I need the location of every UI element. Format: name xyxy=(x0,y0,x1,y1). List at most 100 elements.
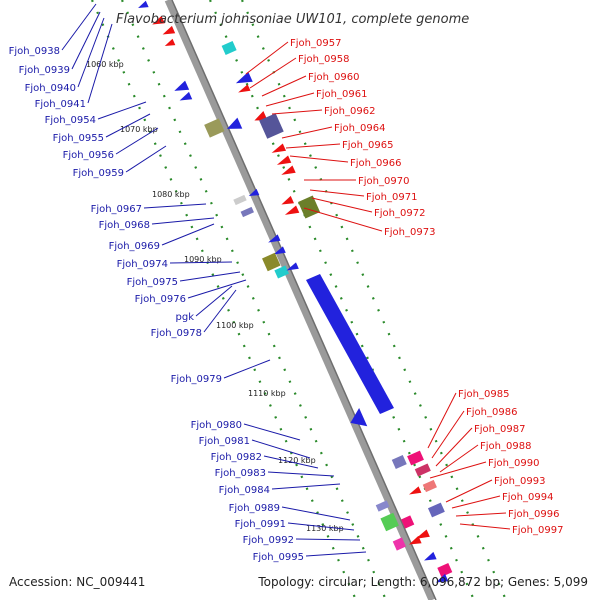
right-gene-label: Fjoh_0994 xyxy=(502,492,553,503)
right-gene-label: Fjoh_0971 xyxy=(366,192,417,203)
kbp-tick-label: 1080 kbp xyxy=(152,190,190,199)
track-guide-inner-left xyxy=(120,0,388,600)
left-label-leader xyxy=(71,11,101,70)
left-gene-label: Fjoh_0982 xyxy=(211,452,262,463)
track-guide-outer-left xyxy=(90,0,358,600)
left-label-leader xyxy=(223,359,271,379)
gene-feature-12 xyxy=(259,113,284,139)
gene-feature-38 xyxy=(415,529,430,539)
left-label-leader xyxy=(87,23,113,104)
right-gene-label: Fjoh_0996 xyxy=(508,509,559,520)
gene-feature-3 xyxy=(221,40,237,56)
right-label-leader xyxy=(445,479,493,503)
right-gene-label: Fjoh_0970 xyxy=(358,176,409,187)
left-label-leader xyxy=(271,483,341,490)
gene-feature-10 xyxy=(227,117,243,129)
left-gene-label: Fjoh_0980 xyxy=(191,420,242,431)
gene-feature-11 xyxy=(254,110,268,121)
right-label-leader xyxy=(285,143,341,149)
gene-feature-9 xyxy=(204,118,225,138)
left-label-leader xyxy=(115,127,159,155)
gene-feature-29 xyxy=(407,450,424,466)
left-label-leader xyxy=(305,551,367,557)
left-label-leader xyxy=(179,271,241,282)
right-gene-label: Fjoh_0962 xyxy=(324,106,375,117)
gene-feature-34 xyxy=(375,500,390,512)
gene-feature-33 xyxy=(408,486,422,495)
left-label-leader xyxy=(263,455,319,469)
left-gene-label: pgk xyxy=(176,312,195,323)
right-gene-label: Fjoh_0965 xyxy=(342,140,393,151)
left-gene-label: Fjoh_0939 xyxy=(19,65,70,76)
gene-feature-13 xyxy=(271,143,287,153)
left-gene-label: Fjoh_0992 xyxy=(243,535,294,546)
genome-backbone xyxy=(164,0,436,600)
gene-feature-43 xyxy=(435,573,449,583)
kbp-tick-label: 1100 kbp xyxy=(216,321,254,330)
right-label-leader xyxy=(245,41,289,75)
right-gene-label: Fjoh_0997 xyxy=(512,525,563,536)
gene-feature-32 xyxy=(422,479,437,493)
gene-feature-14 xyxy=(276,155,292,165)
right-label-leader xyxy=(431,410,465,459)
left-label-leader xyxy=(143,203,207,209)
right-gene-label: Fjoh_0993 xyxy=(494,476,545,487)
gene-feature-26 xyxy=(286,262,299,271)
left-label-leader xyxy=(287,522,355,531)
gene-feature-23 xyxy=(273,246,286,255)
left-label-leader xyxy=(151,217,215,225)
gene-feature-27 xyxy=(306,274,394,414)
right-gene-label: Fjoh_0964 xyxy=(334,123,385,134)
right-gene-label: Fjoh_0966 xyxy=(350,158,401,169)
left-gene-label: Fjoh_0940 xyxy=(25,83,76,94)
gene-feature-40 xyxy=(408,535,422,545)
gene-features xyxy=(138,0,453,583)
gene-feature-41 xyxy=(424,551,437,561)
kbp-tick-label: 1120 kbp xyxy=(278,456,316,465)
left-label-leader xyxy=(77,17,105,88)
kbp-tick-label: 1090 kbp xyxy=(184,255,222,264)
right-gene-label: Fjoh_0973 xyxy=(384,227,435,238)
right-gene-label: Fjoh_0985 xyxy=(458,389,509,400)
left-gene-label: Fjoh_0991 xyxy=(235,519,286,530)
accession-text: Accession: NC_009441 xyxy=(9,575,145,589)
gene-feature-24 xyxy=(262,252,281,272)
left-gene-label: Fjoh_0979 xyxy=(171,374,222,385)
gene-feature-7 xyxy=(174,80,190,91)
left-label-leader xyxy=(97,101,147,120)
left-label-leader xyxy=(243,423,301,441)
right-gene-label: Fjoh_0958 xyxy=(298,54,349,65)
right-gene-label: Fjoh_0960 xyxy=(308,72,359,83)
left-label-leader xyxy=(267,471,335,477)
gene-feature-22 xyxy=(268,234,281,243)
right-label-leader xyxy=(311,197,373,213)
left-gene-label: Fjoh_0981 xyxy=(199,436,250,447)
left-label-leader xyxy=(161,223,215,246)
gene-feature-21 xyxy=(298,195,321,219)
right-gene-label: Fjoh_0987 xyxy=(474,424,525,435)
right-label-leader xyxy=(439,444,479,473)
left-gene-label: Fjoh_0968 xyxy=(99,220,150,231)
gene-feature-25 xyxy=(274,265,289,279)
kbp-tick-label: 1060 kbp xyxy=(86,60,124,69)
left-label-leader xyxy=(195,285,233,317)
gene-feature-39 xyxy=(392,537,406,551)
left-gene-label: Fjoh_0938 xyxy=(9,46,60,57)
gene-feature-18 xyxy=(240,206,254,218)
right-label-leader xyxy=(281,126,333,139)
gene-feature-15 xyxy=(281,165,296,175)
left-gene-label: Fjoh_0974 xyxy=(117,259,168,270)
right-label-leader xyxy=(435,427,473,467)
right-gene-label: Fjoh_0957 xyxy=(290,38,341,49)
gene-feature-8 xyxy=(179,91,193,101)
left-gene-label: Fjoh_0956 xyxy=(63,150,114,161)
gene-feature-28 xyxy=(350,408,368,427)
kbp-tick-label: 1130 kbp xyxy=(306,524,344,533)
gene-feature-6 xyxy=(238,84,251,93)
right-label-leader xyxy=(429,461,487,479)
gene-feature-35 xyxy=(427,502,445,518)
gene-feature-36 xyxy=(380,512,399,532)
